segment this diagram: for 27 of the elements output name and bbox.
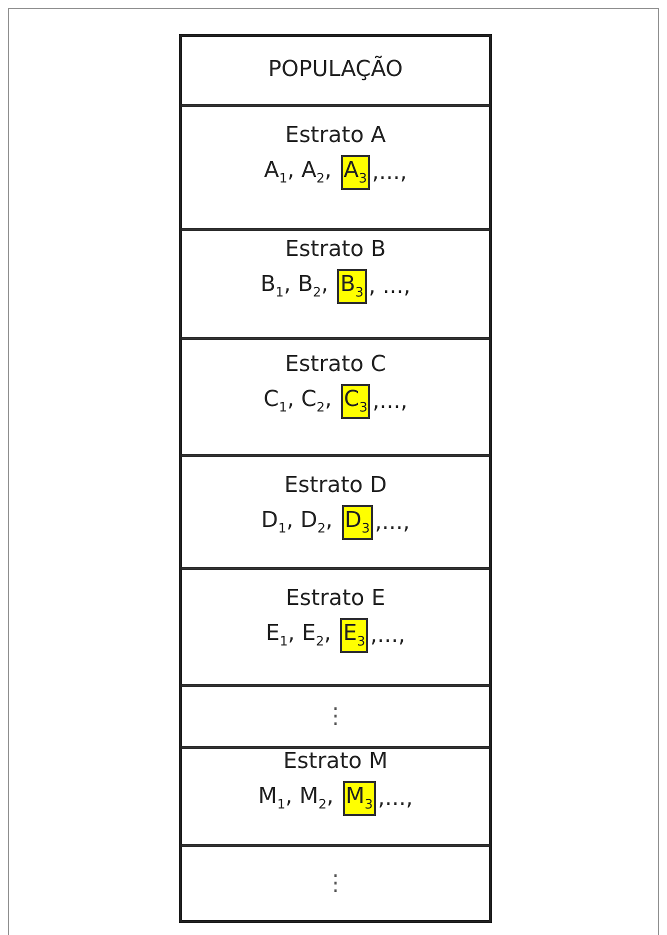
- selected-element: D$_{3}$: [342, 505, 373, 540]
- stratum-heading: Estrato C: [285, 352, 386, 378]
- population-heading: POPULAÇÃO: [268, 57, 403, 84]
- vertical-ellipsis: ⋮: [324, 704, 346, 729]
- selected-element: E$_{3}$: [340, 618, 368, 654]
- element-list-tail: , ...,: [368, 274, 411, 300]
- element-list-tail: ,...,: [372, 160, 407, 186]
- element-list: E$_{1}$, E$_{2}$,: [266, 621, 338, 650]
- element-list: M$_{1}$, M$_{2}$,: [258, 784, 341, 814]
- selected-element: B$_{3}$: [337, 269, 367, 304]
- element-list-tail: ,...,: [374, 510, 410, 536]
- element-list: D$_{1}$, D$_{2}$,: [261, 508, 340, 538]
- element-list: A$_{1}$, A$_{2}$,: [264, 158, 339, 188]
- stratum-heading: Estrato M: [283, 749, 388, 776]
- vertical-ellipsis: ⋮: [324, 871, 346, 896]
- selected-element: A$_{3}$: [340, 155, 370, 190]
- selected-element: M$_{3}$: [342, 781, 376, 816]
- stratum-heading: Estrato D: [284, 473, 387, 500]
- element-list-tail: ,...,: [370, 622, 406, 650]
- element-list: B$_{1}$, B$_{2}$,: [260, 272, 336, 302]
- element-list-tail: ,...,: [378, 786, 413, 812]
- element-list-tail: ,...,: [372, 388, 408, 416]
- selected-element: C$_{3}$: [340, 384, 370, 420]
- stratum-heading: Estrato A: [285, 123, 386, 150]
- stratum-heading: Estrato E: [286, 586, 386, 612]
- element-list: C$_{1}$, C$_{2}$,: [264, 387, 339, 416]
- stratum-heading: Estrato B: [285, 237, 386, 264]
